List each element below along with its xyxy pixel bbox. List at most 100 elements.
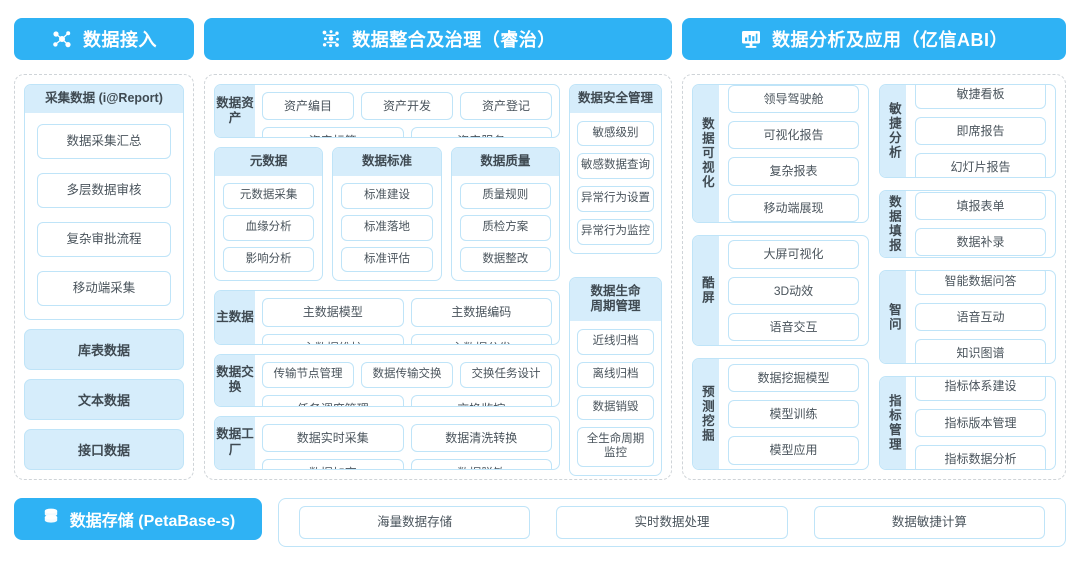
chip-asset-tag[interactable]: 资产标签 <box>262 127 404 138</box>
chip-collect-1[interactable]: 多层数据审核 <box>37 172 171 208</box>
chip-asset-service[interactable]: 资产服务 <box>410 127 552 138</box>
chip-mining-1[interactable]: 模型训练 <box>728 400 859 429</box>
chip-storage-2[interactable]: 数据敏捷计算 <box>813 506 1045 539</box>
chip-standard-1[interactable]: 标准落地 <box>341 214 433 241</box>
chip-screen-1[interactable]: 3D动效 <box>728 276 859 305</box>
chip-indicator-2[interactable]: 指标数据分析 <box>915 445 1046 470</box>
card-data-lifecycle: 数据生命 周期管理 近线归档 离线归档 数据销毁 全生命周期 监控 <box>569 276 662 477</box>
chip-standard-0[interactable]: 标准建设 <box>341 183 433 209</box>
chip-screen-2[interactable]: 语音交互 <box>728 312 859 342</box>
chip-quality-1[interactable]: 质检方案 <box>459 214 551 241</box>
chip-viz-2[interactable]: 复杂报表 <box>728 157 859 186</box>
chip-exchange-schedule[interactable]: 任务调度管理 <box>262 394 404 406</box>
card-data-security: 数据安全管理 敏感级别 敏感数据查询 异常行为设置 异常行为监控 <box>569 84 662 254</box>
chip-screen-0[interactable]: 大屏可视化 <box>728 240 859 269</box>
rowcard-data-factory: 数据工厂 数据实时采集 数据清洗转换 数据加密 数据脱敏 <box>214 415 560 471</box>
card-data-standard: 数据标准 标准建设 标准落地 标准评估 <box>332 147 442 282</box>
chip-collect-0[interactable]: 数据采集汇总 <box>37 123 171 159</box>
rowcard-content: 敏捷看板 即席报告 幻灯片报告 <box>906 84 1055 177</box>
chip-viz-0[interactable]: 领导驾驶舱 <box>728 84 859 114</box>
chip-security-2[interactable]: 异常行为设置 <box>577 186 654 213</box>
chip-mining-2[interactable]: 模型应用 <box>728 436 859 465</box>
chip-filling-0[interactable]: 填报表单 <box>915 191 1046 221</box>
chip-asset-develop[interactable]: 资产开发 <box>361 92 453 121</box>
header-title: 数据接入 <box>83 30 157 50</box>
card-body: 质量规则 质检方案 数据整改 <box>452 176 559 280</box>
chip-master-model[interactable]: 主数据模型 <box>262 298 404 327</box>
chip-storage-0[interactable]: 海量数据存储 <box>299 506 531 539</box>
chip-agile-2[interactable]: 幻灯片报告 <box>915 153 1046 177</box>
rowcard-cool-screen: 酷屏 大屏可视化 3D动效 语音交互 <box>692 234 869 347</box>
chip-viz-1[interactable]: 可视化报告 <box>728 121 859 150</box>
chip-indicator-1[interactable]: 指标版本管理 <box>915 408 1046 438</box>
chip-security-0[interactable]: 敏感级别 <box>577 120 654 147</box>
governance-main-column: 数据资产 资产编目 资产开发 资产登记 资产标签 资产服务 <box>214 84 560 471</box>
rowcard-content: 传输节点管理 数据传输交换 交换任务设计 任务调度管理 交换监控 <box>255 355 559 406</box>
chip-factory-realtime[interactable]: 数据实时采集 <box>262 423 404 452</box>
chip-lifecycle-0[interactable]: 近线归档 <box>577 329 654 355</box>
rowcard-content: 资产编目 资产开发 资产登记 资产标签 资产服务 <box>255 85 559 138</box>
chip-master-distribute[interactable]: 主数据分发 <box>410 333 552 344</box>
rowcard-data-filling: 数据填报 填报表单 数据补录 <box>879 189 1056 259</box>
chip-agile-1[interactable]: 即席报告 <box>915 116 1046 146</box>
chip-factory-encrypt[interactable]: 数据加密 <box>262 458 404 470</box>
rowcard-content: 指标体系建设 指标版本管理 指标数据分析 <box>906 377 1055 470</box>
rowcard-content: 数据实时采集 数据清洗转换 数据加密 数据脱敏 <box>255 417 559 470</box>
chip-standard-2[interactable]: 标准评估 <box>341 246 433 273</box>
chip-query-1[interactable]: 语音互动 <box>915 302 1046 332</box>
chip-factory-mask[interactable]: 数据脱敏 <box>410 458 552 470</box>
chip-quality-2[interactable]: 数据整改 <box>459 246 551 273</box>
rowcard-label: 指标管理 <box>880 377 906 469</box>
rowcard-master-data: 主数据 主数据模型 主数据编码 主数据维护 主数据分发 <box>214 290 560 345</box>
card-title: 数据标准 <box>333 148 441 177</box>
rowcard-label: 智问 <box>880 271 906 364</box>
chip-metadata-1[interactable]: 血缘分析 <box>223 214 315 241</box>
rowcard-content: 填报表单 数据补录 <box>906 191 1055 257</box>
chip-metadata-0[interactable]: 元数据采集 <box>223 183 315 209</box>
chip-query-2[interactable]: 知识图谱 <box>915 339 1046 364</box>
chip-lifecycle-2[interactable]: 数据销毁 <box>577 394 654 421</box>
chip-viz-3[interactable]: 移动端展现 <box>728 193 859 222</box>
chip-quality-0[interactable]: 质量规则 <box>459 183 551 209</box>
chip-asset-register[interactable]: 资产登记 <box>460 92 552 121</box>
card-body: 近线归档 离线归档 数据销毁 全生命周期 监控 <box>570 321 661 475</box>
block-interface-data[interactable]: 接口数据 <box>24 429 184 470</box>
rowcard-row: 任务调度管理 交换监控 <box>262 394 552 406</box>
chip-query-0[interactable]: 智能数据问答 <box>915 271 1046 295</box>
chip-security-1[interactable]: 敏感数据查询 <box>577 153 654 180</box>
header-data-analysis: 数据分析及应用（亿信ABI） <box>682 18 1066 60</box>
chip-metadata-2[interactable]: 影响分析 <box>223 246 315 273</box>
storage-title: 数据存储 (PetaBase-s) <box>69 513 236 530</box>
chip-mining-0[interactable]: 数据挖掘模型 <box>728 363 859 393</box>
chip-collect-2[interactable]: 复杂审批流程 <box>37 221 171 257</box>
chip-agile-0[interactable]: 敏捷看板 <box>915 84 1046 109</box>
card-title: 数据质量 <box>451 148 559 177</box>
governance-triple-cards: 元数据 元数据采集 血缘分析 影响分析 数据标准 标准建设 标准落地 标准评估 <box>214 147 560 282</box>
column-data-ingest: 数据接入 采集数据 (i@Report) 数据采集汇总 多层数据审核 复杂审批流… <box>14 18 194 480</box>
chip-exchange-task[interactable]: 交换任务设计 <box>460 361 552 388</box>
block-text-data[interactable]: 文本数据 <box>24 379 184 420</box>
chip-master-code[interactable]: 主数据编码 <box>410 298 552 327</box>
analysis-right-groups: 敏捷分析 敏捷看板 即席报告 幻灯片报告 数据填报 填报表单 数据补录 智问 <box>879 84 1056 470</box>
chip-indicator-0[interactable]: 指标体系建设 <box>915 377 1046 401</box>
rowcard-content: 数据挖掘模型 模型训练 模型应用 <box>719 359 868 469</box>
rowcard-agile-analysis: 敏捷分析 敏捷看板 即席报告 幻灯片报告 <box>879 84 1056 178</box>
chip-storage-1[interactable]: 实时数据处理 <box>556 506 788 539</box>
chip-security-3[interactable]: 异常行为监控 <box>577 219 654 245</box>
chip-exchange-transfer[interactable]: 数据传输交换 <box>361 361 453 388</box>
chip-factory-clean[interactable]: 数据清洗转换 <box>410 423 552 452</box>
chip-exchange-monitor[interactable]: 交换监控 <box>410 394 552 406</box>
rowcard-row: 数据加密 数据脱敏 <box>262 458 552 470</box>
storage-bar: 数据存储 (PetaBase-s) 海量数据存储 实时数据处理 数据敏捷计算 <box>14 498 1066 547</box>
chip-asset-catalog[interactable]: 资产编目 <box>262 92 354 121</box>
chip-filling-1[interactable]: 数据补录 <box>915 228 1046 257</box>
molecule-nodes-icon <box>51 28 73 50</box>
block-table-data[interactable]: 库表数据 <box>24 329 184 370</box>
chip-exchange-node[interactable]: 传输节点管理 <box>262 361 354 388</box>
monitor-chart-icon <box>740 28 762 50</box>
chip-lifecycle-3[interactable]: 全生命周期 监控 <box>577 427 654 468</box>
chip-collect-3[interactable]: 移动端采集 <box>37 270 171 306</box>
dots-scatter-icon <box>320 28 342 50</box>
chip-master-maintain[interactable]: 主数据维护 <box>262 333 404 344</box>
chip-lifecycle-1[interactable]: 离线归档 <box>577 361 654 388</box>
